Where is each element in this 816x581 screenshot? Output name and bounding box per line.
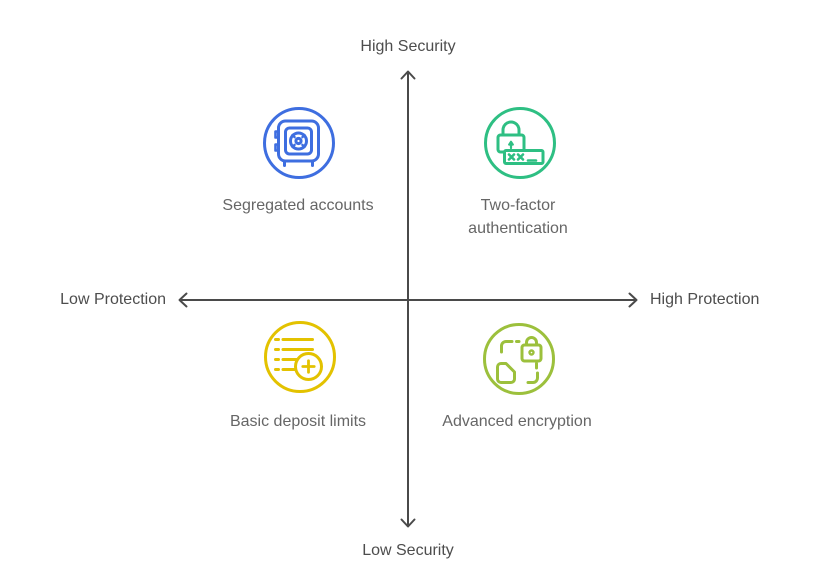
label-two-factor-authentication: Two-factor authentication [468,197,568,237]
arrow-up-icon [400,70,416,80]
arrow-left-icon [178,292,188,308]
axis-label-high-security: High Security [360,38,456,55]
axis-label-low-protection: Low Protection [60,291,166,308]
axis-label-high-protection: High Protection [650,291,760,308]
label-segregated-accounts: Segregated accounts [222,197,374,214]
axis-lines [178,70,638,528]
label-basic-deposit-limits: Basic deposit limits [229,413,367,430]
safe-icon [261,105,337,181]
password-lock-icon [482,105,558,181]
file-lock-scan-icon [481,321,557,397]
arrow-right-icon [628,292,638,308]
list-add-icon [262,319,338,395]
arrow-down-icon [400,518,416,528]
label-advanced-encryption: Advanced encryption [442,413,592,430]
axis-label-low-security: Low Security [362,542,454,559]
